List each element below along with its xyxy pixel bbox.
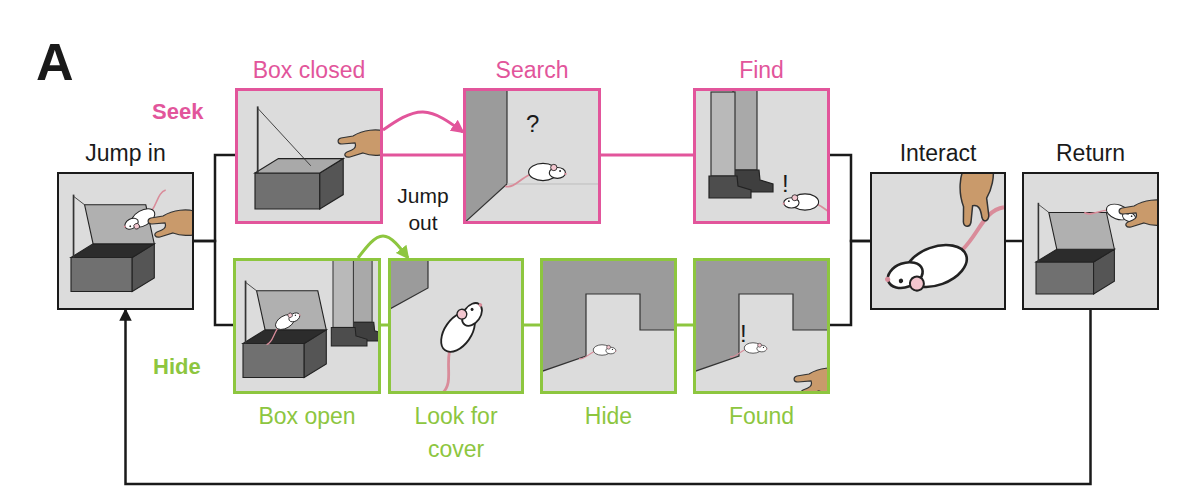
panel-art: [870, 172, 1006, 310]
panel-art: [730, 343, 768, 357]
panel-art: [693, 86, 841, 224]
connector-line: [194, 155, 235, 241]
panel-art: [235, 88, 383, 224]
panel-art: [388, 258, 524, 394]
panel-art: [233, 258, 381, 394]
panel-box: Return: [1022, 172, 1159, 310]
connector-line: [383, 154, 463, 157]
connector-line: [677, 324, 693, 327]
panel-art: [413, 294, 497, 393]
panel-art: [794, 368, 830, 394]
panel-art: [709, 88, 773, 198]
panel-art: [507, 184, 601, 185]
panel-art: [953, 172, 1006, 230]
panel-box: Box open: [233, 258, 381, 394]
panel-art: [57, 172, 194, 310]
panel-art: [388, 258, 524, 394]
panel-art: [338, 130, 383, 157]
panel-art: [233, 251, 386, 394]
panel-art: [505, 163, 566, 186]
connector-line: [524, 324, 540, 327]
panel-art: [235, 88, 383, 224]
panel-box: Hide: [540, 258, 677, 394]
panel-art: [870, 68, 1021, 310]
connector-line: [358, 236, 408, 258]
connector-line: [383, 112, 463, 132]
panel-art: [388, 258, 428, 310]
panel-heading: Return: [1056, 140, 1125, 166]
panel-heading: Jump in: [85, 140, 166, 166]
panel-art: [463, 88, 601, 224]
panel-art: [258, 308, 305, 345]
panel-art: [1119, 200, 1159, 227]
panel-art: [71, 195, 154, 292]
panel-art: [1022, 172, 1159, 310]
panel-heading: Look for cover: [388, 400, 524, 465]
connector-line: [1006, 240, 1022, 243]
panel-art: [243, 281, 326, 378]
panel-box: Jump in: [57, 172, 194, 310]
panel-art: [148, 210, 194, 237]
panel-heading: Hide: [540, 400, 677, 433]
panel-heading: Interact: [900, 140, 977, 166]
panel-box: Found: [693, 258, 830, 394]
panel-box: Search: [463, 88, 601, 224]
panel-art: [693, 258, 830, 372]
panel-box: Interact: [870, 172, 1006, 310]
branch-label: Hide: [153, 356, 201, 378]
panel-box: Look for cover: [388, 258, 524, 394]
panel-art: [540, 258, 677, 394]
branch-label: Seek: [152, 101, 203, 123]
panel-art: [388, 258, 524, 394]
panel-art: [255, 106, 343, 209]
panel-art: [1036, 203, 1114, 294]
panel-art: [1022, 172, 1200, 310]
connector-line: [126, 310, 1091, 484]
panel-art: [783, 194, 830, 216]
panel-art: [331, 258, 381, 346]
panel-box: Box closed: [235, 88, 383, 224]
panel-art: [579, 345, 617, 359]
panel-heading: Find: [739, 57, 784, 83]
panel-letter: A: [36, 36, 74, 88]
panel-box: Find: [693, 88, 830, 224]
panel-art: [463, 88, 601, 224]
panel-art: [57, 172, 194, 310]
connector-line: [381, 324, 388, 327]
panel-art: [463, 88, 601, 224]
connector-line: [830, 241, 870, 325]
panel-heading: Found: [693, 400, 830, 433]
panel-art: [1022, 172, 1159, 310]
panel-heading: Box open: [233, 400, 381, 433]
connector-line: [601, 154, 693, 157]
panel-art: [463, 88, 507, 224]
edge-label: Jump out: [386, 182, 460, 237]
panel-art: [235, 88, 465, 224]
panel-art: [693, 258, 830, 394]
panel-art: [540, 258, 677, 394]
connector-line: [830, 155, 870, 241]
connector-line: [194, 241, 233, 325]
panel-heading: Box closed: [253, 57, 366, 83]
panel-art: [540, 258, 677, 372]
panel-art: [693, 88, 830, 224]
connector-group: [126, 112, 1091, 484]
panel-heading: Search: [496, 57, 569, 83]
panel-art: [540, 258, 677, 394]
